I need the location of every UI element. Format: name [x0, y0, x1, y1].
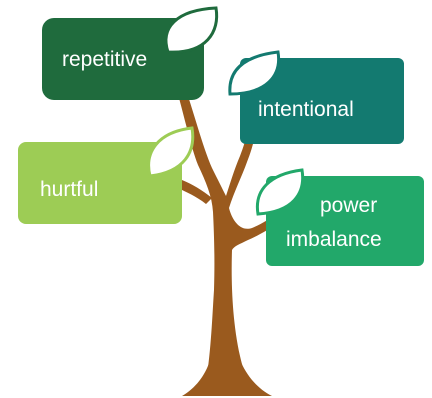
label-imbalance: imbalance [286, 228, 382, 251]
leaf-icon [164, 6, 219, 54]
card-power-bg [266, 176, 424, 266]
card-hurtful: hurtful [18, 126, 195, 224]
card-repetitive: repetitive [42, 6, 219, 100]
card-power-imbalance: power imbalance [255, 168, 424, 266]
trunk-shape [179, 96, 282, 394]
card-repetitive-bg [42, 18, 204, 100]
card-hurtful-bg [18, 142, 182, 224]
leaf-icon [255, 168, 305, 216]
tree-trunk [178, 96, 282, 396]
branch-left [178, 180, 212, 204]
label-intentional: intentional [258, 98, 354, 121]
leaf-icon [147, 126, 195, 178]
trunk-roots [182, 360, 272, 396]
card-intentional: intentional [228, 50, 404, 144]
label-hurtful: hurtful [40, 178, 98, 201]
label-repetitive: repetitive [62, 48, 147, 71]
leaf-icon [228, 50, 281, 96]
card-intentional-bg [240, 58, 404, 144]
label-power: power [320, 194, 377, 217]
